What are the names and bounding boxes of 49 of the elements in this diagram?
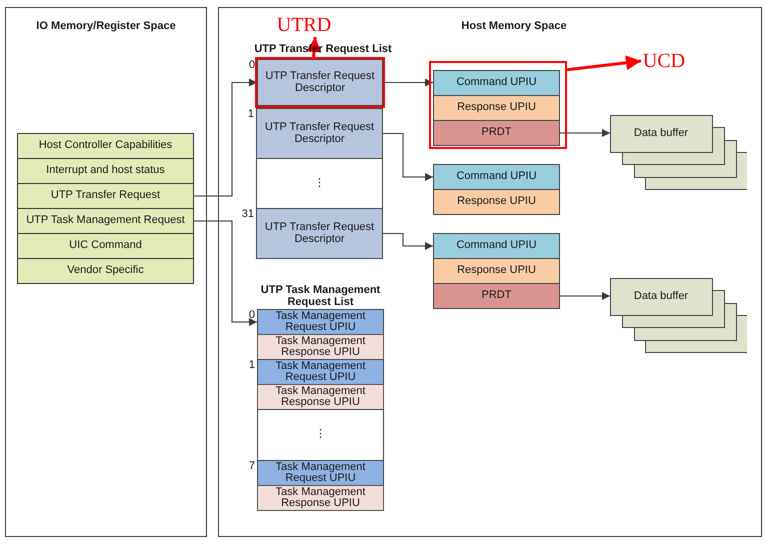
- descriptor-row: UTP Transfer Request Descriptor: [256, 208, 383, 259]
- index-number: 1: [248, 359, 255, 371]
- prdt-row: PRDT: [433, 120, 560, 146]
- task-response-row: Task Management Response UPIU: [257, 384, 384, 410]
- register-row: Interrupt and host status: [17, 158, 194, 184]
- arrow: [194, 78, 258, 196]
- response-upiu-row: Response UPIU: [433, 258, 560, 284]
- register-row: UIC Command: [17, 233, 194, 259]
- register-row: Host Controller Capabilities: [17, 133, 194, 159]
- command-upiu-row: Command UPIU: [433, 233, 560, 259]
- panel-title: IO Memory/Register Space: [35, 19, 177, 33]
- arrow: [560, 129, 610, 137]
- index-number: 0: [248, 309, 255, 321]
- data-buffer-stack: Data buffer: [610, 278, 747, 353]
- arrow: [382, 133, 434, 181]
- task-response-row: Task Management Response UPIU: [257, 485, 384, 511]
- data-buffer-stack: Data buffer: [610, 115, 747, 190]
- descriptor-row: UTP Transfer Request Descriptor: [257, 59, 383, 106]
- annotation-label: UCD: [641, 49, 687, 73]
- register-row: Vendor Specific: [17, 258, 194, 284]
- task-response-row: Task Management Response UPIU: [257, 334, 384, 360]
- register-row: UTP Transfer Request: [17, 183, 194, 209]
- ellipsis-row: ⋮: [256, 158, 383, 209]
- command-upiu-row: Command UPIU: [433, 164, 560, 190]
- arrow: [382, 233, 434, 250]
- descriptor-row: UTP Transfer Request Descriptor: [256, 108, 383, 159]
- arrow: [382, 78, 434, 86]
- prdt-row: PRDT: [433, 283, 560, 309]
- index-number: 1: [246, 108, 254, 120]
- task-request-row: Task Management Request UPIU: [257, 359, 384, 385]
- response-upiu-row: Response UPIU: [433, 95, 560, 121]
- response-upiu-row: Response UPIU: [433, 189, 560, 215]
- command-upiu-row: Command UPIU: [433, 70, 560, 96]
- list-heading: UTP Task Management Request List: [260, 283, 382, 309]
- register-space-panel: [5, 7, 207, 537]
- task-request-row: Task Management Request UPIU: [257, 460, 384, 486]
- task-request-row: Task Management Request UPIU: [257, 309, 384, 335]
- highlight-frame: [429, 61, 567, 149]
- panel-title: Host Memory Space: [460, 19, 568, 33]
- index-number: 31: [240, 208, 254, 220]
- register-row: UTP Task Management Request: [17, 208, 194, 234]
- annotation-label: UTRD: [276, 13, 332, 37]
- index-number: 0: [248, 59, 255, 71]
- host-memory-panel: [218, 7, 762, 537]
- ellipsis-row: ⋮: [257, 409, 384, 461]
- arrow: [566, 55, 642, 72]
- arrow: [194, 220, 258, 326]
- arrow: [560, 292, 610, 300]
- index-number: 7: [248, 460, 255, 472]
